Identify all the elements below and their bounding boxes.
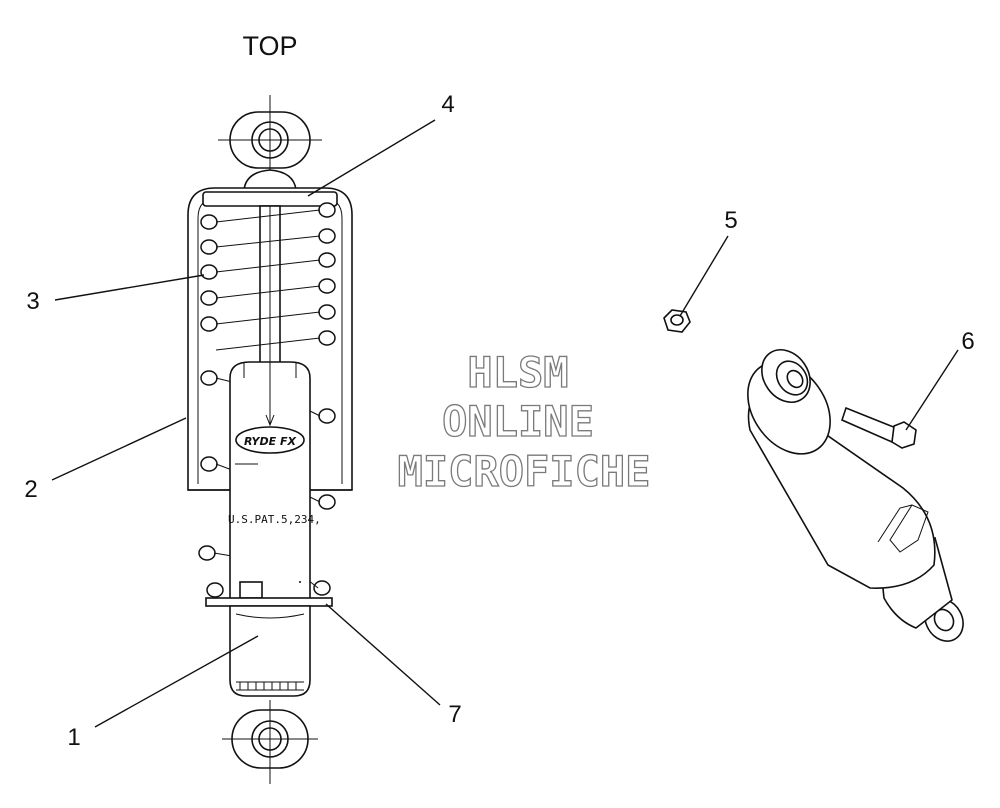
watermark-line-3: MICROFICHE bbox=[398, 447, 651, 496]
callout-6: 6 bbox=[961, 328, 974, 355]
callout-4: 4 bbox=[441, 91, 454, 118]
callout-1: 1 bbox=[67, 724, 80, 751]
shock-assembly-cutaway: RYDE FX U.S.PAT.5,234, bbox=[187, 95, 353, 784]
damper-logo-text: RYDE FX bbox=[244, 435, 296, 448]
iso-top-eyelet bbox=[761, 349, 811, 403]
leader-lines bbox=[51, 119, 959, 728]
upper-mount-dome bbox=[243, 169, 297, 191]
upper-spring-seat bbox=[202, 191, 338, 207]
bolt bbox=[841, 406, 917, 449]
lower-spring-seat bbox=[205, 597, 333, 607]
callout-3: 3 bbox=[26, 288, 39, 315]
patent-marking: U.S.PAT.5,234, bbox=[228, 513, 321, 526]
callout-7: 7 bbox=[448, 701, 461, 728]
top-eyelet bbox=[218, 95, 322, 178]
shock-assembly-isometric bbox=[663, 309, 964, 642]
bottom-eyelet bbox=[222, 700, 318, 784]
watermark-line-1: HLSM bbox=[467, 348, 568, 397]
lower-body bbox=[229, 605, 311, 697]
damper-body: RYDE FX U.S.PAT.5,234, bbox=[228, 361, 321, 623]
callout-2: 2 bbox=[24, 476, 37, 503]
watermark-line-2: ONLINE bbox=[442, 397, 594, 446]
nut bbox=[663, 309, 691, 333]
iso-spring-cover bbox=[747, 361, 936, 589]
spring-coils bbox=[198, 202, 336, 598]
callout-5: 5 bbox=[724, 207, 737, 234]
watermark: HLSM ONLINE MICROFICHE bbox=[397, 347, 651, 496]
orientation-label: TOP bbox=[242, 31, 297, 61]
